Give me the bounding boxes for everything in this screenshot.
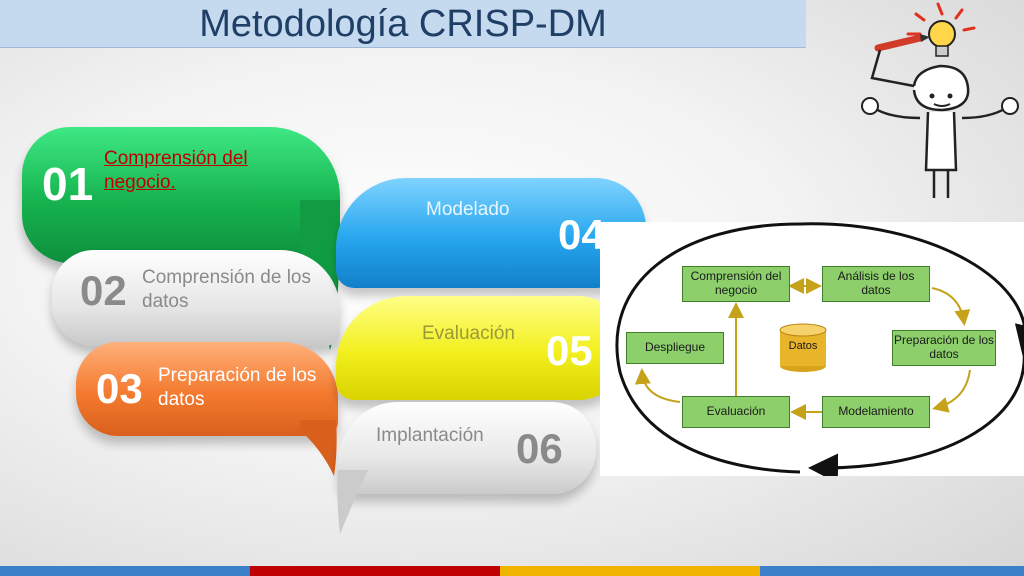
- cycle-box-modeling: Modelamiento: [822, 396, 930, 428]
- step-card-02: 02 Comprensión de los datos: [52, 250, 340, 346]
- cycle-box-deployment: Despliegue: [626, 332, 724, 364]
- cycle-box-data-analysis: Análisis de los datos: [822, 266, 930, 302]
- step-label: Preparación de los datos: [158, 365, 317, 410]
- card-tail: [337, 470, 368, 534]
- step-number: 03: [96, 365, 143, 412]
- cycle-box-evaluation: Evaluación: [682, 396, 790, 428]
- step-number: 02: [80, 267, 127, 314]
- step-card-05: Evaluación 05: [336, 296, 626, 400]
- card-tail: [300, 420, 337, 476]
- step-label: Modelado: [426, 199, 510, 220]
- thinking-figure-icon: [861, 2, 1019, 198]
- cycle-box-preparation: Preparación de los datos: [892, 330, 996, 366]
- step-card-04: Modelado 04: [336, 178, 646, 288]
- crisp-dm-cycle-diagram: Comprensión del negocio Análisis de los …: [600, 222, 1024, 476]
- step-card-01: 01 Comprensión del negocio.: [22, 127, 340, 263]
- step-number: 05: [546, 327, 593, 374]
- page-title: Metodología CRISP-DM: [199, 3, 607, 45]
- step-number: 04: [558, 211, 605, 258]
- bottom-stripe-yellow: [500, 566, 760, 576]
- bottom-stripe-red: [250, 566, 500, 576]
- step-number: 06: [516, 425, 563, 472]
- bottom-stripe-blue: [0, 566, 250, 576]
- bottom-stripe-blue-2: [760, 566, 1024, 576]
- step-number: 01: [42, 158, 94, 210]
- step-label: Comprensión del negocio.: [104, 148, 248, 193]
- pencil-icon: [874, 34, 930, 52]
- database-cylinder-icon: [779, 323, 827, 372]
- cycle-box-business: Comprensión del negocio: [682, 266, 790, 302]
- step-label: Evaluación: [422, 323, 515, 344]
- step-card-03: 03 Preparación de los datos: [76, 342, 338, 436]
- cycle-data-label: Datos: [788, 340, 818, 352]
- title-bar: [0, 0, 806, 48]
- step-label: Comprensión de los datos: [142, 267, 311, 312]
- step-card-06: Implantación 06: [338, 402, 596, 494]
- step-label: Implantación: [376, 425, 484, 446]
- lightbulb-icon: [928, 20, 956, 57]
